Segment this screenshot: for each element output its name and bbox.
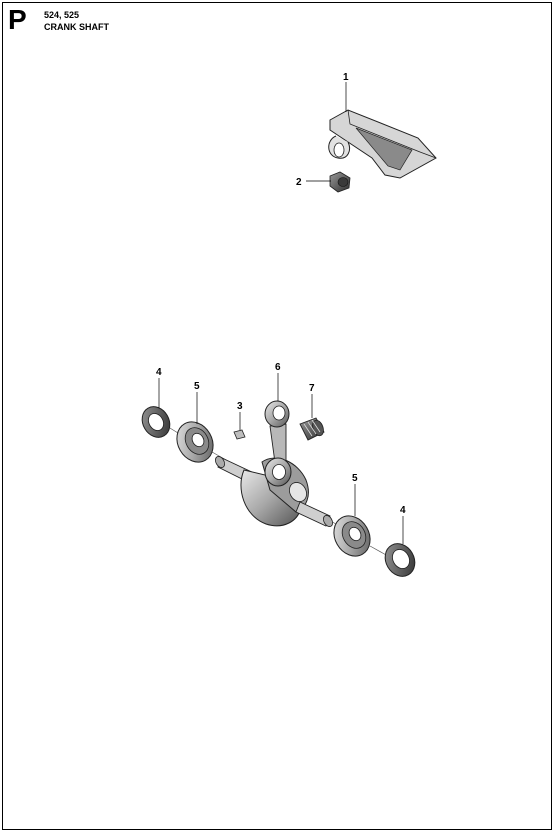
part-5-bearing-right <box>333 515 371 557</box>
callout-7: 7 <box>309 383 315 394</box>
callout-1: 1 <box>343 72 349 83</box>
callout-leader-lines <box>158 82 404 544</box>
callout-5-left: 5 <box>194 381 200 392</box>
part-4-seal-right <box>384 543 416 577</box>
callout-2: 2 <box>296 177 302 188</box>
part-2-nut <box>329 171 351 193</box>
callout-3: 3 <box>237 401 243 412</box>
model-numbers: 524, 525 <box>44 10 80 20</box>
part-6-connecting-rod <box>264 400 292 487</box>
callout-4-right: 4 <box>400 505 406 516</box>
section-title: CRANK SHAFT <box>44 22 109 32</box>
callout-6: 6 <box>275 362 281 373</box>
callout-5-right: 5 <box>352 473 358 484</box>
part-7-needle-bearing <box>299 417 325 441</box>
part-4-seal-left <box>141 406 171 438</box>
part-1-guide-plate <box>328 109 437 179</box>
callout-4-left: 4 <box>156 367 162 378</box>
part-5-bearing-left <box>176 421 214 463</box>
part-3-key <box>233 429 246 440</box>
section-letter: P <box>8 4 27 35</box>
